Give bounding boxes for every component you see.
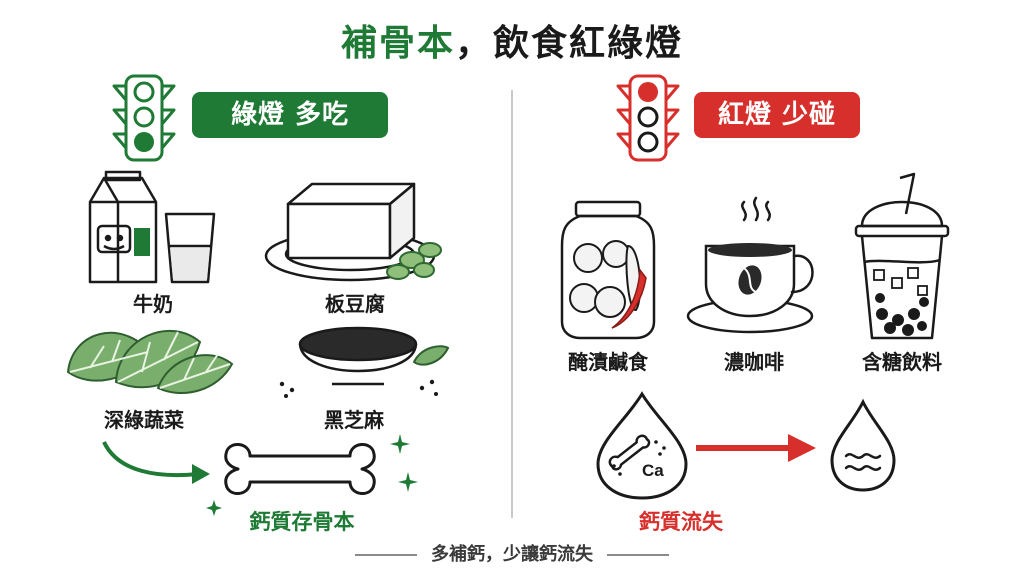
bubble-tea-icon xyxy=(854,172,950,340)
coffee-cup-icon xyxy=(686,196,814,334)
green-arrow-icon xyxy=(102,441,210,484)
leafy-greens-icon xyxy=(66,330,234,395)
item-label-sesame: 黑芝麻 xyxy=(324,408,384,432)
sparkle-icon-small xyxy=(206,500,222,516)
black-sesame-bowl-icon xyxy=(279,326,450,398)
item-label-pickles: 醃漬鹹食 xyxy=(568,350,648,374)
green-light-badge: 綠燈 多吃 xyxy=(192,92,388,138)
item-label-coffee: 濃咖啡 xyxy=(724,350,784,374)
red-arrow-icon xyxy=(696,434,816,462)
item-label-greens: 深綠蔬菜 xyxy=(104,408,184,432)
item-label-sugary-drinks: 含糖飲料 xyxy=(862,350,942,374)
milk-carton-icon xyxy=(88,170,216,284)
result-label-lose-calcium: 鈣質流失 xyxy=(639,510,723,534)
footer-line-right xyxy=(607,554,669,556)
footer-text: 多補鈣，少讓鈣流失 xyxy=(431,544,593,565)
red-traffic-light-icon xyxy=(616,74,680,162)
green-traffic-light-icon xyxy=(112,74,176,162)
page-title: 補骨本，飲食紅綠燈 xyxy=(0,14,1024,66)
title-highlight: 補骨本 xyxy=(340,23,455,64)
result-label-store-calcium: 鈣質存骨本 xyxy=(249,510,355,534)
calcium-symbol: Ca xyxy=(642,461,664,480)
footer-caption: 多補鈣，少讓鈣流失 xyxy=(0,540,1024,566)
pickle-jar-icon xyxy=(560,200,656,340)
item-label-milk: 牛奶 xyxy=(133,292,173,316)
item-label-tofu: 板豆腐 xyxy=(325,292,385,316)
sparkle-icon xyxy=(390,434,418,492)
empty-water-drop-icon xyxy=(830,398,896,492)
calcium-drop-icon: Ca xyxy=(596,391,688,500)
bone-icon xyxy=(224,443,376,495)
tofu-icon xyxy=(264,182,442,282)
center-divider xyxy=(511,90,513,518)
title-rest: ，飲食紅綠燈 xyxy=(455,23,684,64)
red-light-badge: 紅燈 少碰 xyxy=(694,92,860,138)
footer-line-left xyxy=(355,554,417,556)
